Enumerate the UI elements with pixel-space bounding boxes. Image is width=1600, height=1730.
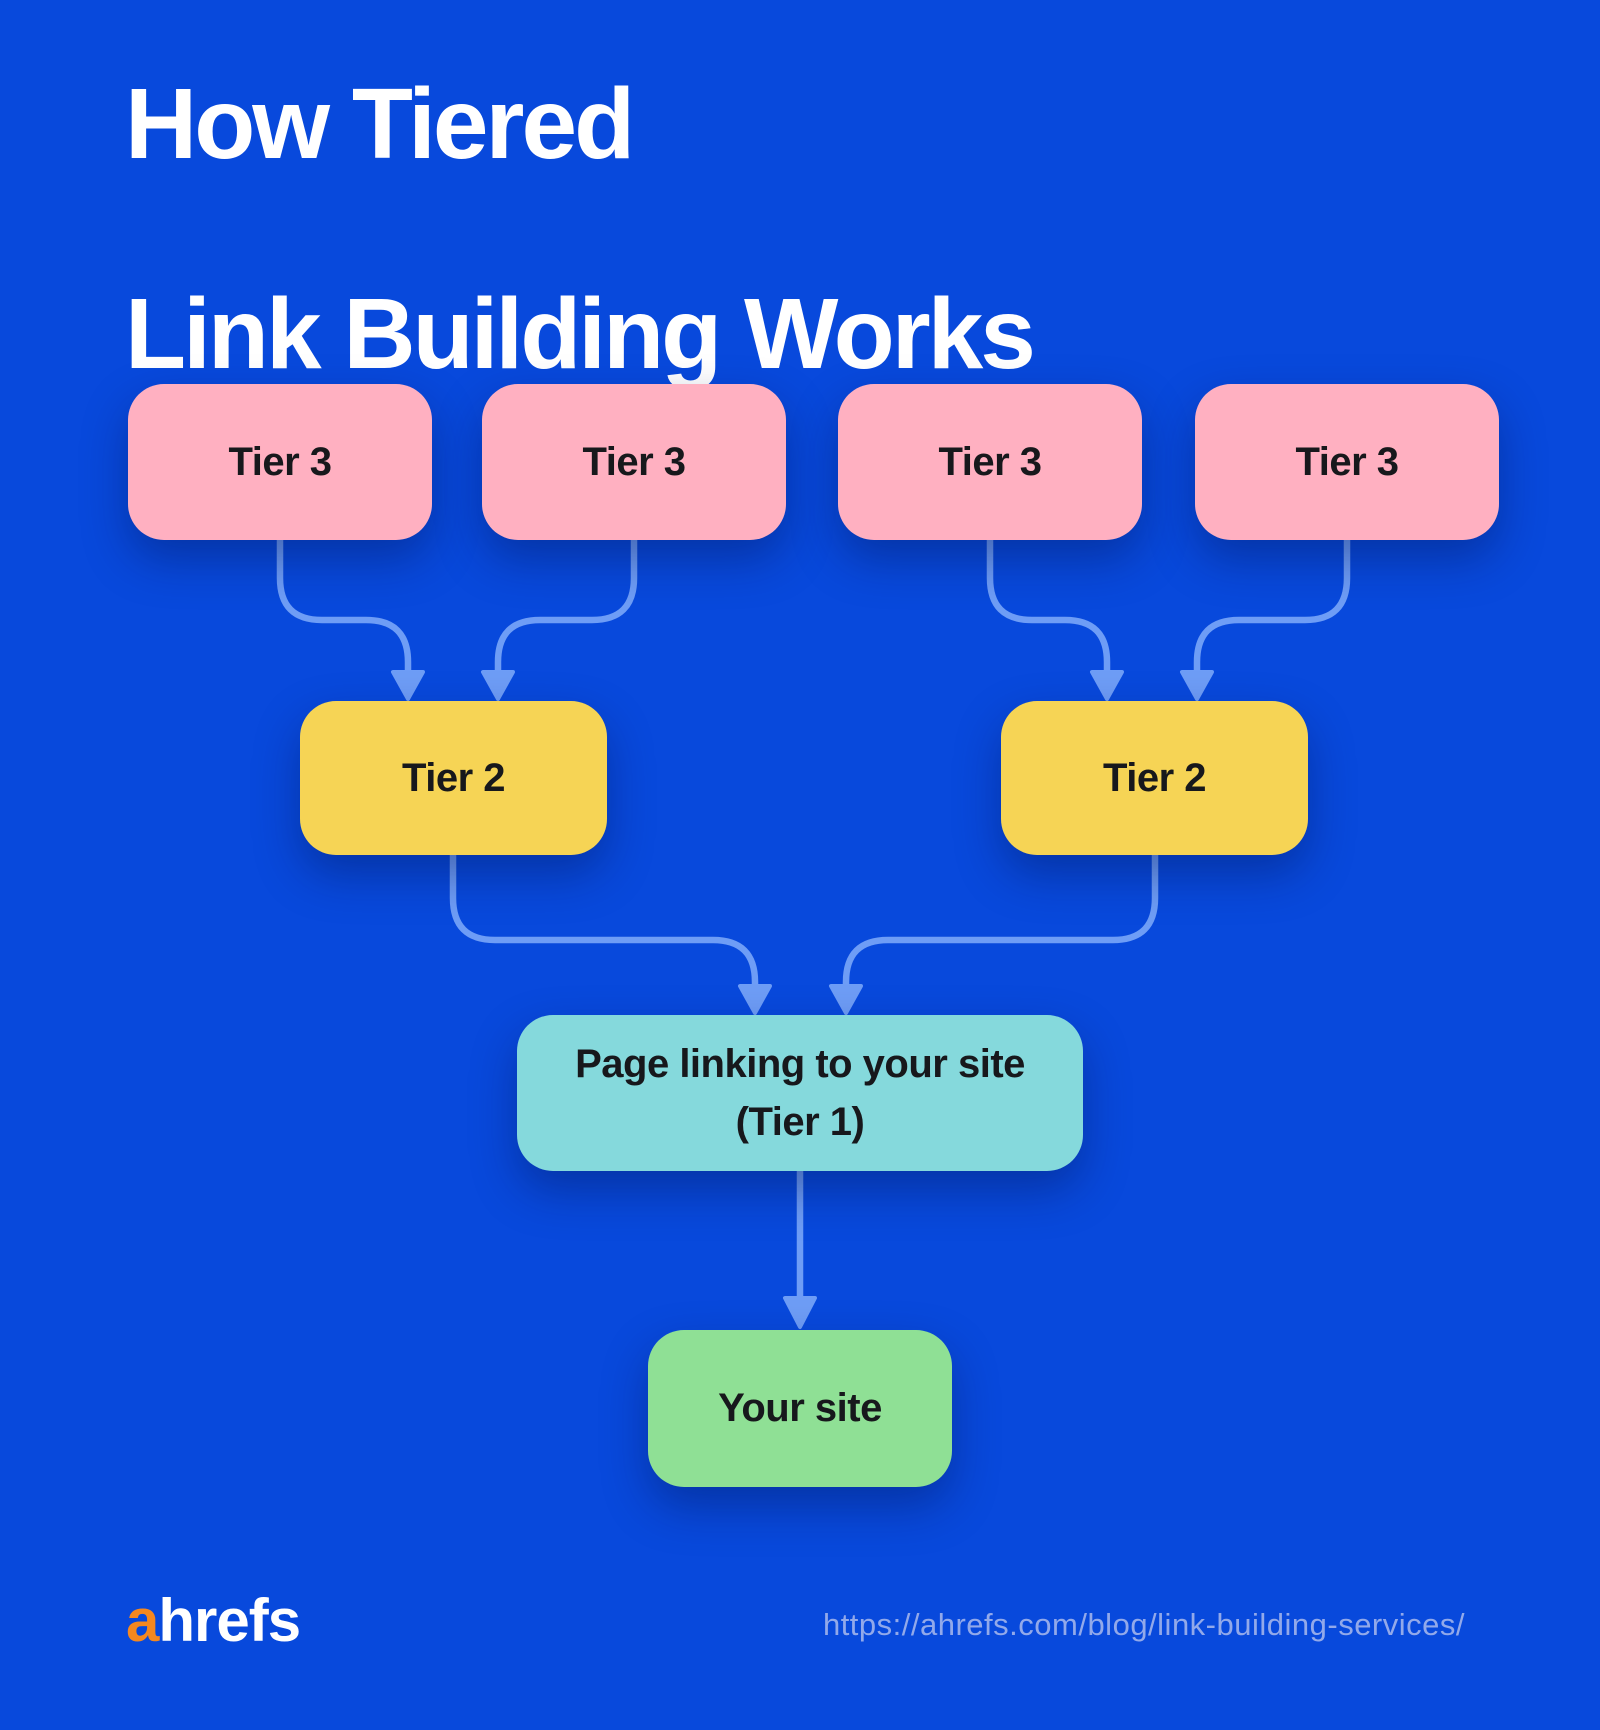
- node-tier1-label-line2: (Tier 1): [735, 1100, 865, 1144]
- node-tier1: Page linking to your site (Tier 1): [517, 1015, 1083, 1171]
- connector-tier2-2-to-tier1: [842, 853, 1159, 990]
- arrowhead-icon: [391, 670, 425, 701]
- connector-tier3-1-to-tier2-1: [276, 538, 412, 676]
- node-tier3-2-label: Tier 3: [582, 439, 687, 484]
- connector-tier3-3-to-tier2-2: [986, 538, 1111, 676]
- node-tier3-4: Tier 3: [1195, 384, 1499, 540]
- node-tier3-1-label: Tier 3: [228, 439, 333, 484]
- arrowhead-icon: [783, 1296, 817, 1329]
- connector-tier2-1-to-tier1: [449, 853, 759, 990]
- arrowhead-icon: [1180, 670, 1214, 701]
- node-tier2-2-label: Tier 2: [1103, 755, 1207, 800]
- node-tier3-3: Tier 3: [838, 384, 1142, 540]
- node-your-site-label: Your site: [718, 1386, 882, 1430]
- node-tier1-label-line1: Page linking to your site: [575, 1042, 1025, 1086]
- node-tier3-2: Tier 3: [482, 384, 786, 540]
- arrowhead-icon: [481, 670, 515, 701]
- page-title: How Tiered Link Building Works: [125, 72, 1036, 390]
- arrowhead-icon: [829, 984, 863, 1015]
- arrowhead-icon: [738, 984, 772, 1015]
- node-tier3-1: Tier 3: [128, 384, 432, 540]
- ahrefs-logo-hrefs: hrefs: [158, 1587, 301, 1654]
- node-tier3-3-label: Tier 3: [938, 439, 1043, 484]
- connector-tier3-4-to-tier2-2: [1193, 538, 1351, 676]
- title-line-1: How Tiered: [125, 68, 635, 180]
- source-url: https://ahrefs.com/blog/link-building-se…: [822, 1607, 1465, 1642]
- node-tier2-1-label: Tier 2: [402, 755, 506, 800]
- node-tier3-4-label: Tier 3: [1295, 439, 1400, 484]
- node-tier2-2: Tier 2: [1001, 701, 1308, 855]
- ahrefs-logo: ahrefs: [126, 1586, 301, 1655]
- arrowhead-icon: [1090, 670, 1124, 701]
- title-line-2: Link Building Works: [125, 278, 1036, 390]
- connector-tier3-2-to-tier2-1: [494, 538, 638, 676]
- node-tier2-1: Tier 2: [300, 701, 607, 855]
- ahrefs-logo-a: a: [126, 1587, 159, 1654]
- node-your-site: Your site: [648, 1330, 952, 1487]
